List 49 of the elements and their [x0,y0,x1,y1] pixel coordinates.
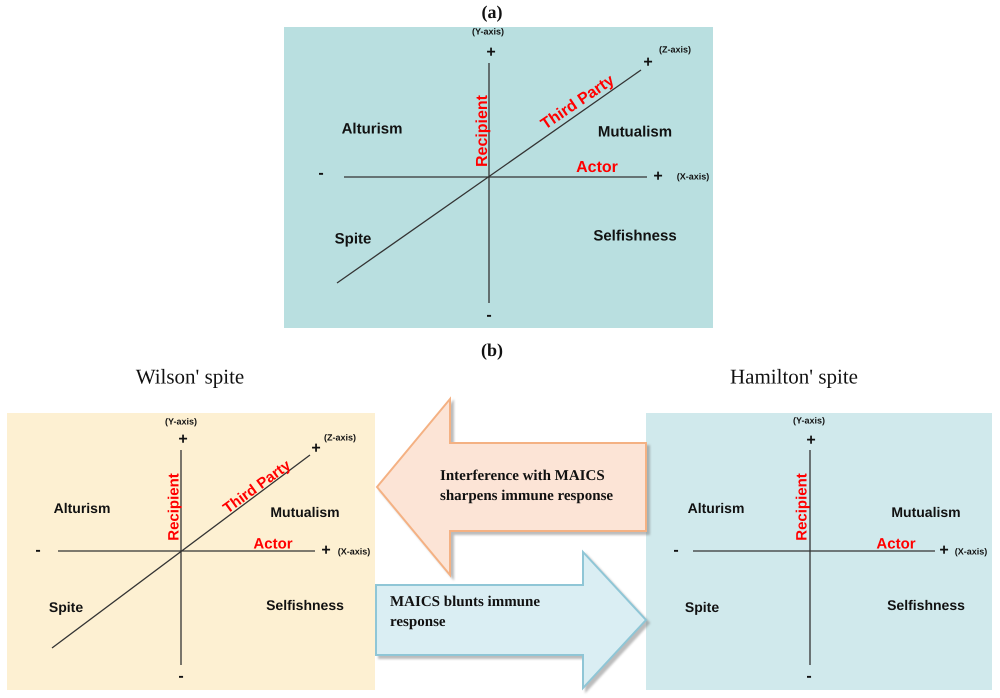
axis-name: Recipient [166,473,182,541]
axis-label: (Y-axis) [165,418,197,426]
quadrant-label: Alturism [688,501,744,515]
axis-sign: + [178,432,188,448]
panel-background [284,27,713,328]
axis-sign: - [35,543,41,559]
quadrant-label: Mutualism [270,505,340,519]
block-arrow [376,396,647,578]
quadrant-label: Selfishness [593,228,677,244]
axis-name: Actor [576,160,618,176]
quadrant-label: Alturism [54,501,110,515]
axis-label: (Y-axis) [472,28,504,36]
axis-sign: - [806,669,812,685]
axis-sign: + [311,441,321,457]
axis-sign: - [673,543,679,559]
quadrant-label: Spite [334,232,372,246]
axis-name: Actor [253,536,293,552]
quadrant-label: Alturism [342,122,402,136]
axis-sign: - [486,308,492,324]
quadrant-label: Spite [48,600,84,614]
figure-label: (b) [481,341,503,359]
axis-name: Recipient [794,473,810,541]
axis-label: (Z-axis) [324,434,356,442]
axis-sign: - [318,166,324,182]
quadrant-label: Spite [684,600,720,614]
axis-sign: - [178,669,184,685]
axis-sign: + [486,45,496,61]
block-arrow [375,549,648,691]
axis-name: Actor [876,536,916,552]
axis-label: (X-axis) [338,548,370,556]
quadrant-label: Selfishness [887,598,965,612]
axis-sign: + [806,433,816,449]
axis-label: (X-axis) [954,548,988,556]
axis-sign: + [653,169,663,185]
axis-sign: + [321,543,331,559]
figure-label: (a) [482,3,502,21]
axis-label: (Y-axis) [793,416,825,426]
quadrant-label: Mutualism [598,124,672,140]
quadrant-label: Mutualism [891,505,961,519]
edge-label: MAICS blunts immune response [390,593,542,632]
quadrant-label: Selfishness [266,598,344,612]
axis-name: Recipient [475,95,491,167]
panel-heading: Wilson' spite [136,366,244,388]
axis-sign: + [643,55,653,71]
edge-label: Interference with MAICS sharpens immune response [440,467,614,506]
axis-label: (X-axis) [676,172,710,182]
axis-label: (Z-axis) [659,46,691,54]
axis-sign: + [939,543,949,559]
panel-heading: Hamilton' spite [730,366,858,388]
